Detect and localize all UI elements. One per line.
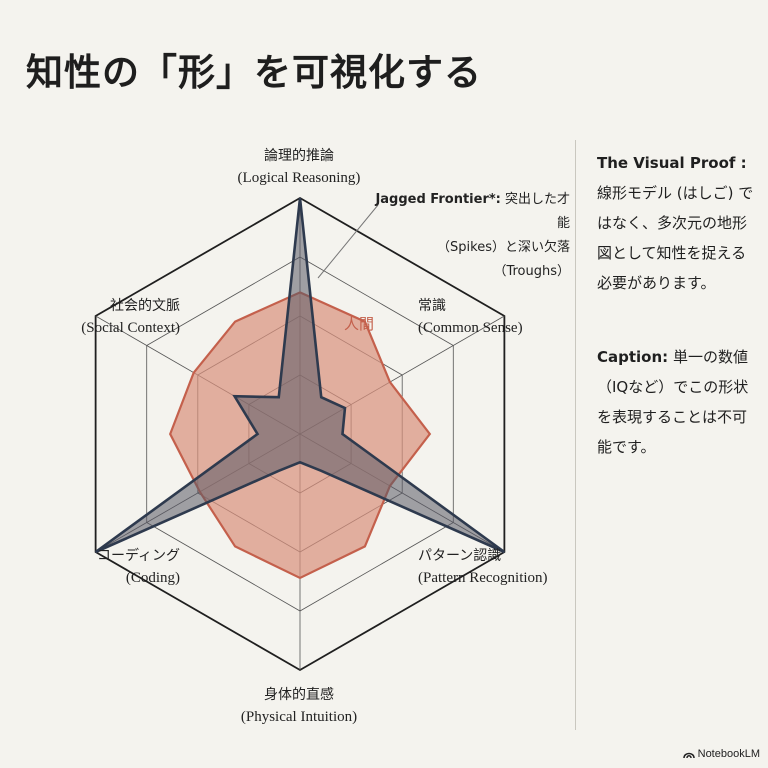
visual-proof-label: The Visual Proof : [597, 154, 747, 172]
axis-label-ja: パターン認識 [418, 548, 502, 564]
series-label-human: 人間 [344, 315, 375, 333]
caption-label: Caption: [597, 348, 669, 366]
axis-label-en: (Social Context) [81, 320, 180, 336]
divider [575, 140, 576, 730]
axis-label-en: (Logical Reasoning) [237, 170, 361, 186]
annotation-line1: 突出した才能 [500, 192, 570, 231]
axis-label-logical-reasoning: 論理的推論 (Logical Reasoning) [234, 145, 364, 189]
axis-label-en: (Physical Intuition) [240, 709, 358, 725]
axis-label-coding: コーディング (Coding) [90, 545, 180, 589]
logo-text: NotebookLM [697, 748, 760, 760]
visual-proof-text: The Visual Proof : 線形モデル (はしご) ではなく、多次元の… [597, 148, 757, 298]
axis-label-ja: 身体的直感 [264, 687, 334, 703]
axis-label-pattern-recognition: パターン認識 (Pattern Recognition) [418, 545, 548, 589]
series-ai-area [94, 197, 506, 554]
annotation-leader-line [317, 204, 379, 279]
axis-label-social-context: 社会的文脈 (Social Context) [70, 295, 180, 339]
axis-label-en: (Pattern Recognition) [418, 570, 548, 586]
axis-label-common-sense: 常識 (Common Sense) [418, 295, 523, 339]
annotation-strong: Jagged Frontier*: [375, 192, 501, 207]
jagged-frontier-annotation: Jagged Frontier*: 突出した才能 （Spikes）と深い欠落（T… [370, 188, 570, 284]
axis-label-ja: 論理的推論 [264, 148, 334, 164]
axis-label-ja: コーディング [96, 548, 180, 564]
annotation-line2: （Spikes）と深い欠落（Troughs） [437, 240, 570, 279]
axis-label-ja: 常識 [418, 298, 446, 314]
axis-label-physical-intuition: 身体的直感 (Physical Intuition) [234, 684, 364, 728]
caption-body: 単一の数値（IQなど）でこの形状を表現することは不可能です。 [597, 348, 749, 456]
notebooklm-icon [682, 752, 695, 759]
notebooklm-logo: NotebookLM [682, 748, 760, 760]
axis-label-ja: 社会的文脈 [110, 298, 180, 314]
axis-label-en: (Coding) [125, 570, 180, 586]
caption-text: Caption: 単一の数値（IQなど）でこの形状を表現することは不可能です。 [597, 342, 757, 462]
radar-series [94, 197, 506, 580]
axis-label-en: (Common Sense) [418, 320, 523, 336]
visual-proof-body: 線形モデル (はしご) ではなく、多次元の地形図として知性を捉える必要があります… [597, 184, 754, 292]
page-title: 知性の「形」を可視化する [26, 51, 482, 94]
